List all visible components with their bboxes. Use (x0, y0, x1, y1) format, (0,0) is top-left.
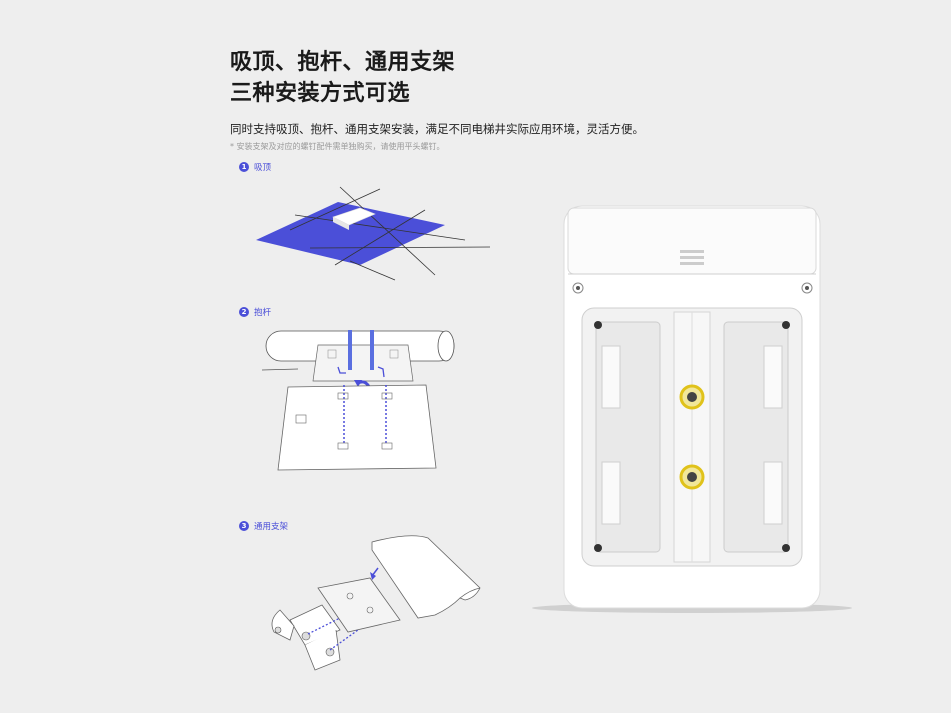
step-2-title: 抱杆 (254, 308, 272, 318)
heading-line-2: 三种安装方式可选 (230, 81, 411, 106)
device-back-view (532, 205, 852, 613)
step-1-title: 吸顶 (254, 163, 272, 173)
step-2-label: 2 抱杆 (239, 306, 271, 318)
step-2-number: 2 (239, 307, 249, 317)
pole-mount-illustration (261, 330, 455, 471)
page-heading: 吸顶、抱杆、通用支架 三种安装方式可选 (230, 47, 455, 109)
description-text: 同时支持吸顶、抱杆、通用支架安装，满足不同电梯井实际应用环境，灵活方便。 (230, 122, 644, 136)
step-1-label: 1 吸顶 (239, 161, 271, 173)
step-1-number: 1 (239, 162, 249, 172)
heading-line-1: 吸顶、抱杆、通用支架 (230, 50, 456, 75)
step-3-title: 通用支架 (254, 522, 289, 532)
ceiling-mount-illustration (256, 186, 491, 281)
bracket-mount-illustration (271, 535, 481, 671)
step-3-label: 3 通用支架 (239, 520, 288, 532)
footnote-text: * 安装支架及对应的螺钉配件需单独购买，请使用平头螺钉。 (230, 142, 445, 151)
step-3-number: 3 (239, 521, 249, 531)
